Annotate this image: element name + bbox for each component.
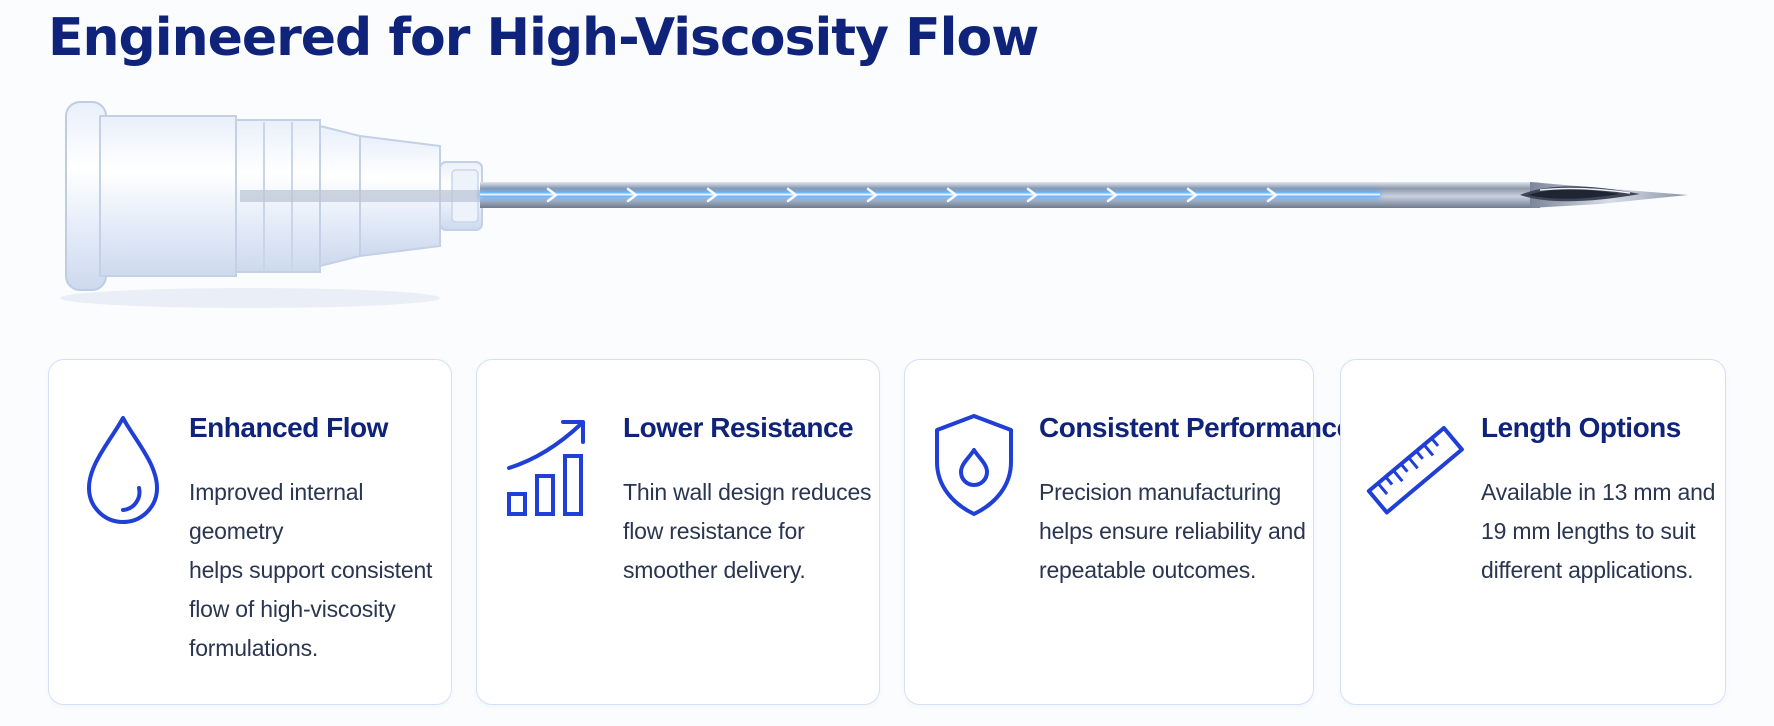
chevron-right-icon (546, 187, 558, 203)
feature-title: Lower Resistance (623, 412, 854, 443)
feature-body: Precision manufacturing helps ensure rel… (1039, 479, 1306, 583)
needle-bevel-tip (1520, 182, 1688, 208)
needle-cannula (480, 182, 1540, 208)
feature-card-enhanced-flow: Enhanced Flow Improved internal geometry… (48, 359, 452, 705)
feature-title: Length Options (1481, 412, 1681, 443)
chevron-right-icon (1186, 187, 1198, 203)
chevron-right-icon (786, 187, 798, 203)
feature-card-lower-resistance: Lower Resistance Thin wall design reduce… (476, 359, 880, 705)
chevron-right-icon (866, 187, 878, 203)
feature-body: Improved internal geometry helps support… (189, 479, 433, 661)
feature-card-length-options: Length Options Available in 13 mm and 19… (1340, 359, 1726, 705)
feature-body: Thin wall design reduces flow resistance… (623, 479, 872, 583)
feature-title: Consistent Performance (1039, 412, 1352, 443)
ruler-icon (1361, 416, 1471, 526)
needle-illustration (0, 90, 1774, 320)
shield-drop-icon (929, 410, 1019, 520)
flow-arrows (546, 187, 1278, 203)
chevron-right-icon (1106, 187, 1118, 203)
chevron-right-icon (1266, 187, 1278, 203)
needle-hub (65, 101, 486, 291)
feature-title: Enhanced Flow (189, 412, 388, 443)
feature-card-consistent-performance: Consistent Performance Precision manufac… (904, 359, 1352, 705)
chevron-right-icon (946, 187, 958, 203)
feature-body: Available in 13 mm and 19 mm lengths to … (1481, 479, 1716, 583)
chevron-right-icon (706, 187, 718, 203)
page-title: Engineered for High-Viscosity Flow (48, 8, 1039, 68)
trending-bars-icon (501, 416, 611, 526)
chevron-right-icon (1026, 187, 1038, 203)
chevron-right-icon (626, 187, 638, 203)
water-drop-icon (73, 410, 173, 530)
